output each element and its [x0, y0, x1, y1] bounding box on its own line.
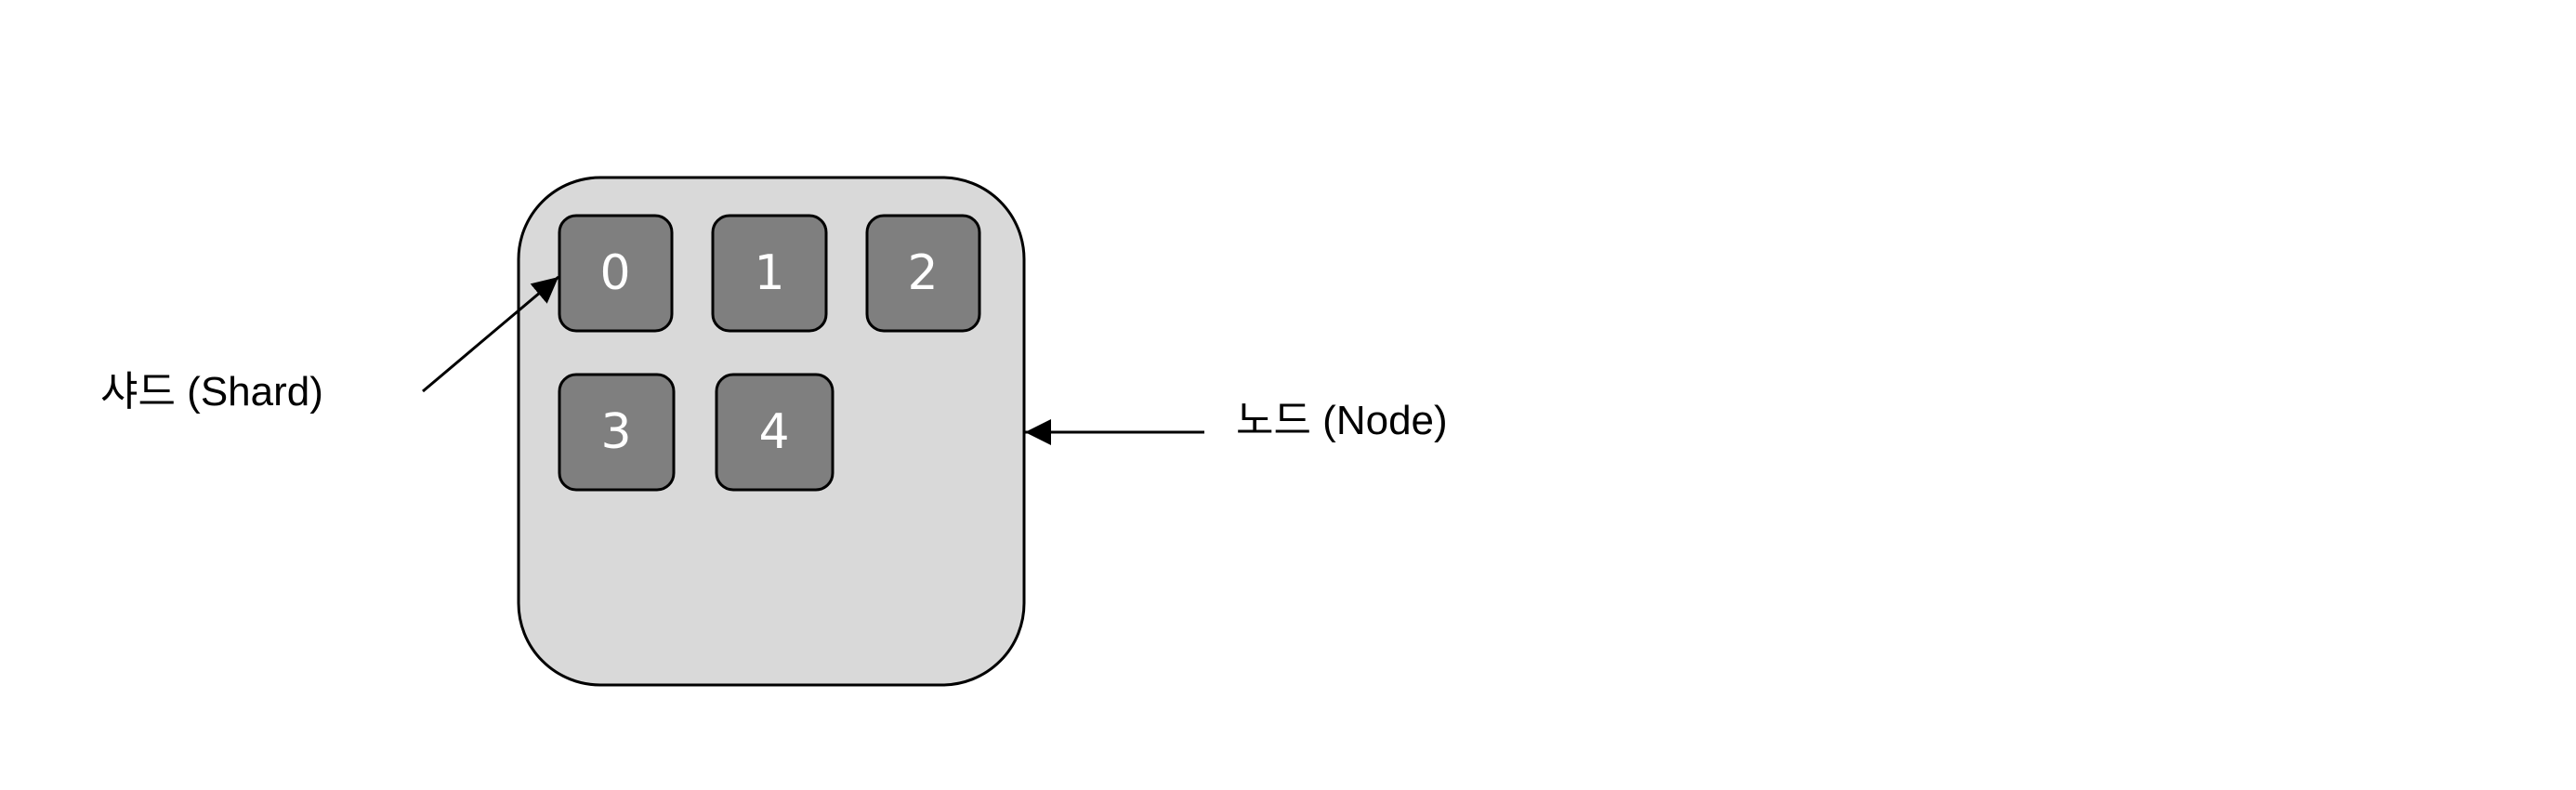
node-annotation-label: 노드 (Node) [1236, 398, 1448, 443]
shard-pointer-arrow [422, 275, 559, 393]
shard-box-2: 2 [865, 214, 981, 333]
shard-label-0: 0 [599, 245, 630, 301]
shard-label-1: 1 [754, 245, 784, 301]
shard-box-0: 0 [558, 214, 674, 333]
shard-box-4: 4 [715, 373, 835, 492]
shard-label-4: 4 [758, 404, 789, 460]
shard-box-1: 1 [711, 214, 828, 333]
shard-label-3: 3 [600, 404, 631, 460]
shard-box-3: 3 [558, 373, 676, 492]
shard-label-2: 2 [907, 245, 938, 301]
shard-annotation-label: 샤드 (Shard) [100, 369, 323, 415]
